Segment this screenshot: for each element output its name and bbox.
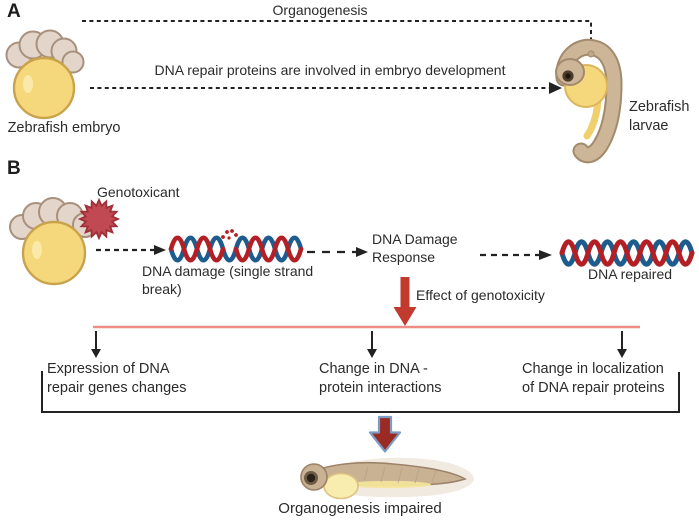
larva-somites	[363, 466, 437, 484]
outcome-localization-label: Change in localization of DNA repair pro…	[522, 361, 665, 396]
impact-arrow	[368, 415, 402, 453]
dna-damage-response-label: DNA Damage Response	[372, 231, 458, 265]
branch-arrow-right	[617, 331, 627, 358]
organogenesis-dashed-line	[82, 20, 592, 47]
effect-of-genotoxicity-label: Effect of genotoxicity	[416, 287, 545, 303]
zebrafish-larvae-label: Zebrafish larvae	[629, 99, 690, 134]
yolk-highlight	[32, 241, 42, 259]
dna-repaired-label: DNA repaired	[587, 266, 673, 282]
embryo-cells	[9, 197, 98, 240]
genotoxicant-burst	[77, 197, 121, 241]
helix-red-strand-right	[233, 235, 304, 263]
outcome-dna-protein-label: Change in DNA - protein interactions	[319, 361, 442, 396]
panel-a-label: A	[7, 1, 21, 22]
zebrafish-larva-impaired	[300, 457, 474, 500]
zebrafish-embryo-b	[9, 197, 98, 286]
dna-damaged-helix	[168, 229, 304, 263]
repair-arrowhead	[539, 250, 552, 260]
embryo-yolk	[21, 220, 87, 286]
zebrafish-embryo-label: Zebrafish embryo	[7, 120, 121, 136]
damage-arrowhead	[154, 245, 166, 255]
break-fragments	[221, 229, 238, 240]
larva-body	[557, 40, 621, 162]
branch-arrow-left	[91, 331, 101, 358]
helix-red-strand	[559, 239, 695, 267]
larva-yolk	[323, 472, 359, 500]
converge-bracket	[41, 371, 680, 413]
branch-arrow-middle	[367, 331, 377, 358]
outcome-expression-label: Expression of DNA repair genes changes	[47, 361, 187, 396]
dna-repaired-helix	[559, 239, 695, 267]
ddr-arrowhead	[356, 247, 368, 257]
organogenesis-impaired-label: Organogenesis impaired	[278, 500, 442, 517]
genotoxicant-icon	[77, 197, 121, 241]
larva-pupil	[565, 73, 571, 79]
larva-belly-strip	[347, 480, 431, 489]
zebrafish-larvae-a	[555, 38, 623, 164]
zebrafish-embryo-a	[5, 29, 85, 120]
yolk-highlight	[23, 75, 33, 93]
embryo-yolk	[12, 56, 76, 120]
helix-red-strand-left	[168, 235, 226, 263]
development-label: DNA repair proteins are involved in embr…	[154, 62, 506, 78]
larva-pupil	[306, 473, 316, 483]
embryo-cells	[5, 29, 85, 74]
genotoxicant-label: Genotoxicant	[97, 184, 180, 200]
effect-arrow	[393, 277, 417, 326]
development-arrowhead	[549, 82, 562, 94]
organogenesis-label: Organogenesis	[272, 2, 368, 18]
panel-b-label: B	[7, 158, 21, 179]
larva-otic-vesicle	[587, 50, 595, 58]
dna-damage-label: DNA damage (single strand break)	[142, 263, 314, 297]
